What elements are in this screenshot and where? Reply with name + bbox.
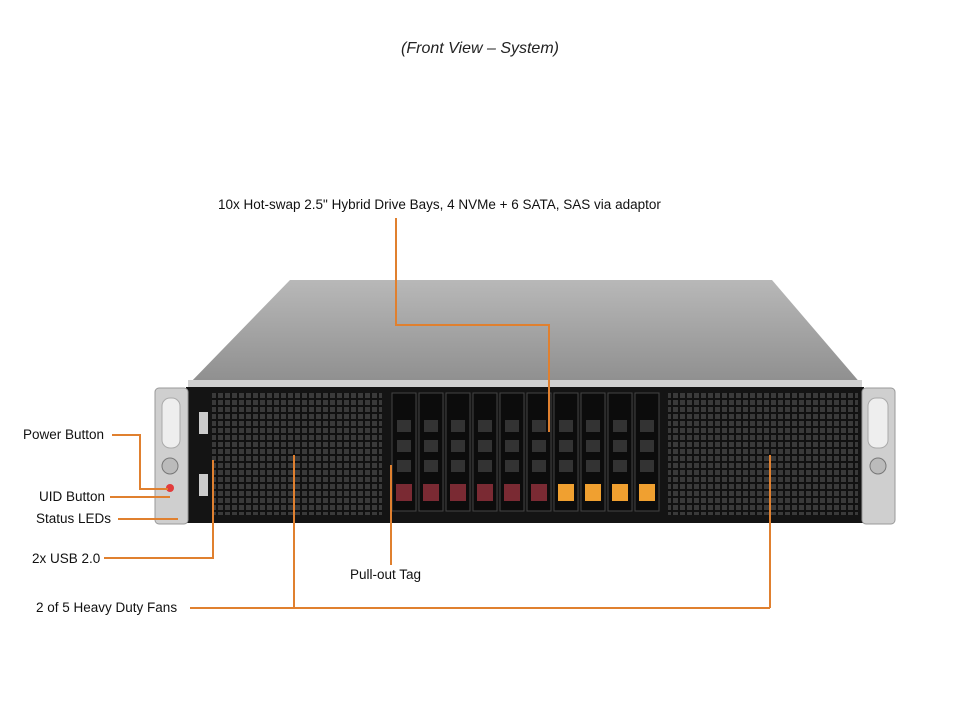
bay-vent	[613, 440, 627, 452]
bay-vent	[478, 440, 492, 452]
usb-port-1	[199, 412, 208, 434]
bay-vent	[532, 440, 546, 452]
drive-latch-nvme[interactable]	[585, 484, 601, 501]
bay-vent	[505, 440, 519, 452]
chassis-top	[188, 280, 862, 385]
bay-vent	[586, 460, 600, 472]
fan-grill-left	[212, 393, 382, 515]
drive-latch-nvme[interactable]	[558, 484, 574, 501]
bay-vent	[505, 420, 519, 432]
bay-vent	[532, 420, 546, 432]
usb-leader	[104, 460, 214, 559]
bay-vent	[424, 440, 438, 452]
drive-latch-sata[interactable]	[450, 484, 466, 501]
bay-vent	[532, 460, 546, 472]
bay-vent	[424, 460, 438, 472]
drive-latch-sata[interactable]	[504, 484, 520, 501]
bay-vent	[397, 440, 411, 452]
bay-vent	[640, 440, 654, 452]
bay-vent	[586, 420, 600, 432]
bay-vent	[451, 460, 465, 472]
drive-bays	[391, 392, 660, 512]
bay-vent	[559, 420, 573, 432]
callout-uid-button: UID Button	[39, 489, 106, 504]
callout-lines	[104, 218, 771, 609]
callout-status-leds: Status LEDs	[36, 511, 112, 526]
drive-latch-sata[interactable]	[423, 484, 439, 501]
drive-bays-leader	[395, 218, 550, 432]
drive-latch-sata[interactable]	[531, 484, 547, 501]
callout-pull-out-tag: Pull-out Tag	[350, 567, 422, 582]
bay-vent	[478, 460, 492, 472]
power-button-leader	[112, 434, 168, 490]
drive-latch-nvme[interactable]	[612, 484, 628, 501]
callout-drive-bays: 10x Hot-swap 2.5" Hybrid Drive Bays, 4 N…	[218, 197, 661, 212]
bay-vent	[586, 440, 600, 452]
callout-fans: 2 of 5 Heavy Duty Fans	[36, 600, 178, 615]
fan-grill-right	[668, 393, 858, 515]
callout-usb: 2x USB 2.0	[32, 551, 101, 566]
usb-port-2	[199, 474, 208, 496]
diagram-title: (Front View – System)	[401, 40, 559, 57]
bay-vent	[478, 420, 492, 432]
bay-vent	[505, 460, 519, 472]
bay-vent	[424, 420, 438, 432]
bay-vent	[451, 420, 465, 432]
bay-vent	[397, 420, 411, 432]
bay-vent	[451, 440, 465, 452]
bay-vent	[559, 440, 573, 452]
callout-power-button: Power Button	[23, 427, 105, 442]
drive-latch-sata[interactable]	[396, 484, 412, 501]
bay-vent	[397, 460, 411, 472]
bay-vent	[613, 420, 627, 432]
bay-vent	[640, 420, 654, 432]
drive-latch-nvme[interactable]	[639, 484, 655, 501]
bay-vent	[640, 460, 654, 472]
bay-vent	[559, 460, 573, 472]
bay-vent	[613, 460, 627, 472]
drive-latch-sata[interactable]	[477, 484, 493, 501]
